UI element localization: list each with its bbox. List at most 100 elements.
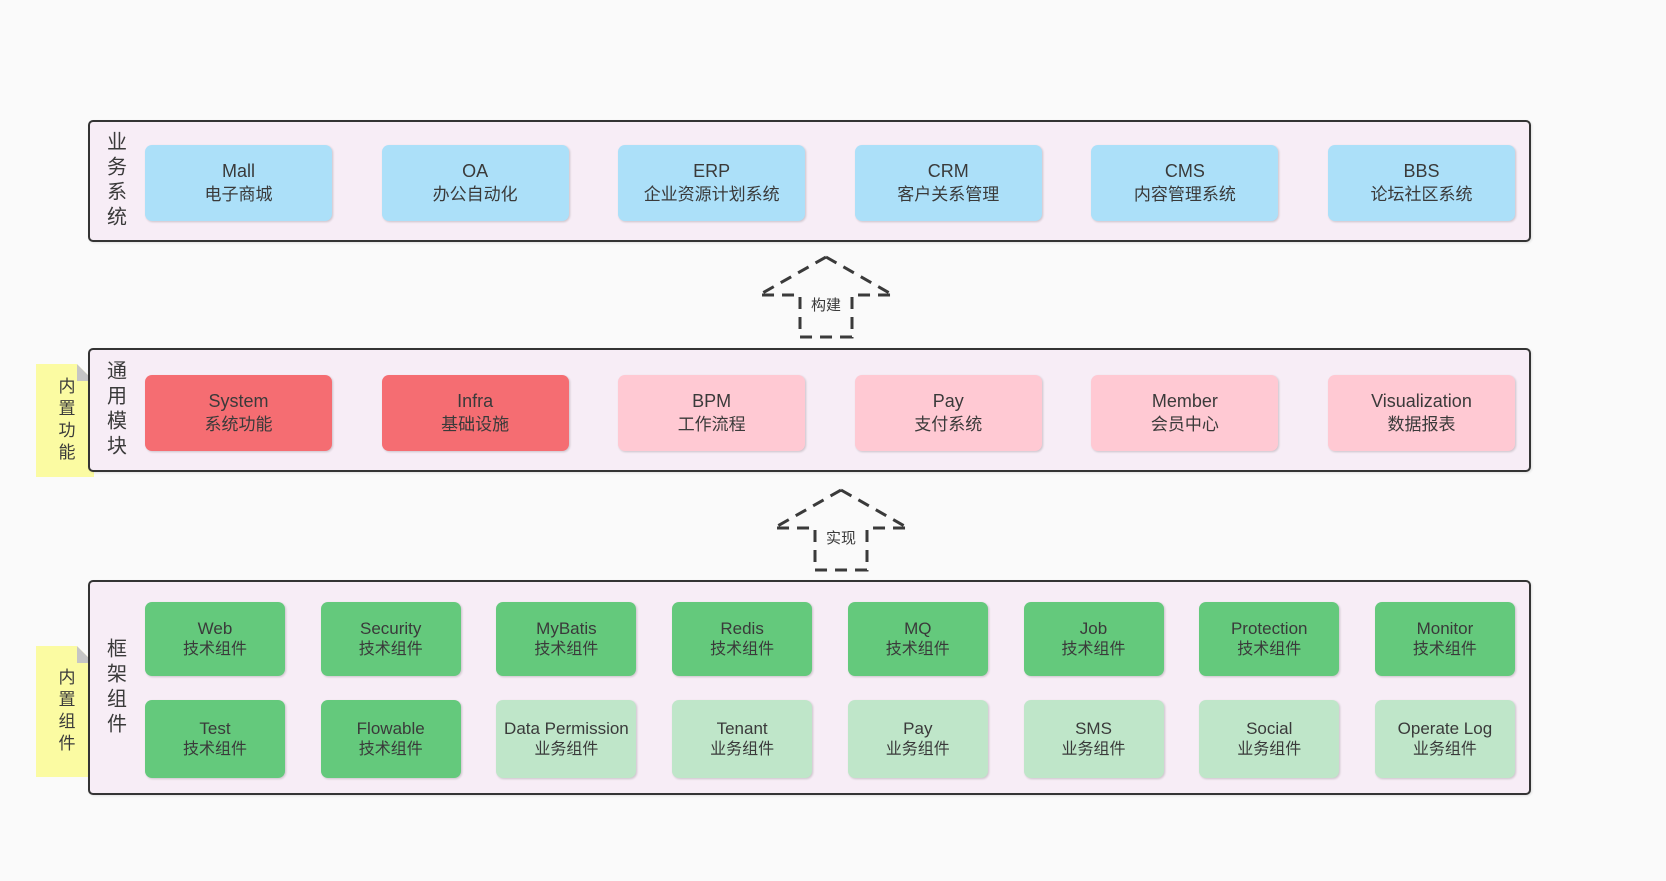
box-subtitle: 办公自动化: [432, 184, 518, 204]
box-subtitle: 电子商城: [204, 184, 273, 204]
common-modules-row: System 系统功能 Infra 基础设施 BPM 工作流程 Pay 支付系统…: [145, 375, 1515, 451]
box-title: Infra: [457, 391, 494, 412]
box-title: CMS: [1164, 161, 1205, 182]
dashed-up-arrow-icon: [756, 255, 896, 339]
arrow-build: 构建: [756, 254, 896, 340]
box-title: Data Permission: [504, 718, 629, 738]
box-title: Member: [1151, 391, 1218, 412]
box-pay-module: Pay 支付系统: [854, 375, 1042, 451]
box-title: BBS: [1403, 161, 1440, 182]
panel-label-framework: 框架组件: [103, 637, 126, 738]
box-mq: MQ 技术组件: [847, 602, 988, 676]
box-visualization: Visualization 数据报表: [1327, 375, 1515, 451]
box-title: Monitor: [1416, 618, 1474, 638]
box-title: MyBatis: [536, 618, 597, 638]
sticky-label: 内置功能: [55, 376, 75, 465]
framework-components-label-wrap: 框架组件: [99, 582, 131, 793]
box-subtitle: 技术组件: [710, 640, 775, 658]
box-subtitle: 工作流程: [677, 414, 746, 434]
box-subtitle: 业务组件: [1237, 740, 1302, 758]
box-subtitle: 内容管理系统: [1133, 184, 1236, 204]
box-subtitle: 业务组件: [710, 740, 775, 758]
box-subtitle: 技术组件: [534, 640, 599, 658]
box-title: BPM: [692, 391, 732, 412]
box-flowable: Flowable 技术组件: [320, 700, 461, 778]
box-title: OA: [462, 161, 489, 182]
box-subtitle: 技术组件: [182, 640, 247, 658]
box-subtitle: 系统功能: [204, 414, 273, 434]
box-web: Web 技术组件: [145, 602, 285, 676]
box-title: Visualization: [1371, 391, 1472, 412]
business-systems-row: Mall 电子商城 OA 办公自动化 ERP 企业资源计划系统 CRM 客户关系…: [145, 145, 1515, 221]
box-title: Pay: [932, 391, 964, 412]
box-title: Protection: [1230, 618, 1308, 638]
box-title: CRM: [927, 161, 969, 182]
box-subtitle: 业务组件: [534, 740, 599, 758]
box-title: MQ: [904, 618, 932, 638]
box-title: Web: [197, 618, 233, 638]
box-subtitle: 基础设施: [441, 414, 510, 434]
box-bpm: BPM 工作流程: [618, 375, 806, 451]
common-modules-panel: 通用模块 System 系统功能 Infra 基础设施 BPM 工作流程 Pay…: [88, 348, 1531, 472]
box-infra: Infra 基础设施: [381, 375, 569, 451]
box-subtitle: 技术组件: [358, 640, 423, 658]
box-subtitle: 业务组件: [1412, 740, 1477, 758]
box-subtitle: 客户关系管理: [897, 184, 1000, 204]
box-pay-component: Pay 业务组件: [847, 700, 988, 778]
box-social: Social 业务组件: [1199, 700, 1340, 778]
box-title: Job: [1079, 618, 1108, 638]
box-title: Mall: [221, 161, 255, 182]
business-systems-label-wrap: 业务系统: [99, 122, 131, 240]
box-cms: CMS 内容管理系统: [1091, 145, 1279, 221]
box-member: Member 会员中心: [1091, 375, 1279, 451]
box-title: Tenant: [716, 718, 768, 738]
box-title: Pay: [903, 718, 933, 738]
box-job: Job 技术组件: [1023, 602, 1164, 676]
box-system: System 系统功能: [145, 375, 332, 451]
panel-label-business: 业务系统: [103, 131, 126, 231]
framework-row-2: Test 技术组件 Flowable 技术组件 Data Permission …: [145, 700, 1515, 778]
box-title: Operate Log: [1397, 718, 1493, 738]
box-operate-log: Operate Log 业务组件: [1374, 700, 1515, 778]
box-subtitle: 数据报表: [1387, 414, 1456, 434]
framework-row-1: Web 技术组件 Security 技术组件 MyBatis 技术组件 Redi…: [145, 602, 1515, 676]
box-bbs: BBS 论坛社区系统: [1327, 145, 1515, 221]
box-mybatis: MyBatis 技术组件: [496, 602, 637, 676]
sticky-label: 内置组件: [55, 667, 75, 756]
box-subtitle: 支付系统: [914, 414, 983, 434]
sticky-built-in-components: 内置组件: [36, 646, 94, 777]
sticky-built-in-functions: 内置功能: [36, 364, 94, 477]
box-subtitle: 技术组件: [1237, 640, 1302, 658]
arrow-implement-label: 实现: [822, 527, 860, 548]
common-modules-label-wrap: 通用模块: [99, 350, 131, 470]
box-mall: Mall 电子商城: [145, 145, 332, 221]
box-oa: OA 办公自动化: [381, 145, 569, 221]
box-title: Flowable: [356, 718, 425, 738]
box-security: Security 技术组件: [320, 602, 461, 676]
box-title: System: [208, 391, 269, 412]
box-subtitle: 技术组件: [885, 640, 950, 658]
box-tenant: Tenant 业务组件: [672, 700, 813, 778]
box-title: SMS: [1075, 718, 1112, 738]
box-subtitle: 会员中心: [1150, 414, 1219, 434]
box-sms: SMS 业务组件: [1023, 700, 1164, 778]
box-crm: CRM 客户关系管理: [854, 145, 1042, 221]
box-subtitle: 业务组件: [1061, 740, 1126, 758]
box-redis: Redis 技术组件: [672, 602, 813, 676]
box-subtitle: 技术组件: [358, 740, 423, 758]
box-monitor: Monitor 技术组件: [1374, 602, 1515, 676]
box-title: ERP: [693, 161, 731, 182]
panel-label-modules: 通用模块: [103, 360, 126, 460]
box-subtitle: 业务组件: [885, 740, 950, 758]
box-subtitle: 技术组件: [182, 740, 247, 758]
box-erp: ERP 企业资源计划系统: [618, 145, 806, 221]
box-subtitle: 技术组件: [1412, 640, 1477, 658]
box-subtitle: 企业资源计划系统: [643, 184, 780, 204]
box-title: Redis: [720, 618, 764, 638]
box-title: Security: [359, 618, 422, 638]
arrow-build-label: 构建: [807, 294, 845, 315]
box-data-permission: Data Permission 业务组件: [496, 700, 637, 778]
box-protection: Protection 技术组件: [1199, 602, 1340, 676]
box-title: Social: [1246, 718, 1293, 738]
